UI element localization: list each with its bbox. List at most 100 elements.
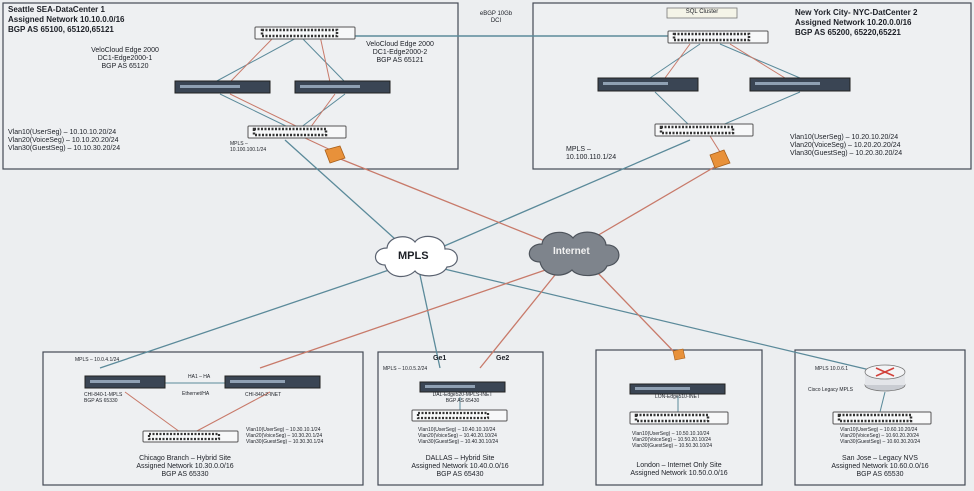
dal-ge1-label: Ge1: [433, 355, 447, 362]
sea-network: Assigned Network 10.10.0.0/16: [8, 15, 125, 24]
lon-access-switch[interactable]: [629, 411, 729, 425]
nyc-core-switch[interactable]: [667, 30, 769, 44]
lon-edge-label: LON-Edge510-INET: [654, 394, 701, 400]
chi-edge1-to-switch: [124, 391, 181, 433]
dal-edge-host: DAL-Edge520-MPLS-INET: [432, 392, 493, 398]
chicago-site-box: [42, 351, 364, 486]
nyc-firewall-icon[interactable]: [709, 149, 731, 169]
dci-label-dci: DCI: [490, 17, 502, 24]
chi-edge1-bgp: BGP AS 65330: [84, 397, 118, 404]
dal-vlan30: Vlan30(GuestSeg) – 10.40.30.10/24: [418, 438, 499, 445]
sea-mpls-link: [284, 139, 406, 249]
lon-firewall-icon[interactable]: [672, 348, 686, 361]
sea-access-switch[interactable]: [247, 125, 347, 139]
sea-edge1-host: DC1-Edge2000-1: [97, 55, 153, 63]
nyc-edge2-device[interactable]: [749, 77, 851, 92]
nyc-access-switch[interactable]: [654, 123, 754, 137]
sj-access-switch[interactable]: [832, 411, 932, 425]
chi-footer-name: Chicago Branch – Hybrid Site: [139, 455, 231, 462]
internet-cloud-icon[interactable]: [528, 231, 620, 277]
sea-edge2-model: VeloCloud Edge 2000: [366, 41, 434, 48]
sea-vlan-list: Vlan10(UserSeg) – 10.10.10.20/24 Vlan20(…: [8, 129, 120, 153]
lon-inet-link: [594, 269, 679, 357]
nyc-mpls-ip: 10.100.110.1/24: [566, 154, 617, 162]
lon-vlan-list: Vlan10(UserSeg) – 10.50.10.10/24 Vlan20(…: [632, 431, 712, 449]
nyc-sql-cluster[interactable]: [666, 7, 738, 19]
sea-edge2-to-switch-b: [309, 93, 336, 129]
nyc-inet-link: [589, 164, 719, 241]
dal-footer: DALLAS – Hybrid Site Assigned Network 10…: [385, 455, 535, 479]
dal-mpls-link: [419, 274, 441, 369]
nyc-mpls-link: [434, 139, 691, 251]
nyc-network: Assigned Network 10.20.0.0/16: [795, 18, 912, 27]
sea-edge1-label: VeloCloud Edge 2000 DC1-Edge2000-1 BGP A…: [70, 47, 180, 71]
sj-vlan-list: Vlan10(UserSeg) – 10.60.10.20/24 Vlan20(…: [840, 427, 921, 445]
dal-ge2-label: Ge2: [496, 355, 510, 362]
sea-firewall-icon[interactable]: [324, 145, 346, 164]
sj-vlan30: Vlan30(GuestSeg) – 10.60.30.20/24: [840, 438, 921, 445]
nyc-core-to-edge1-b: [664, 43, 691, 79]
sea-inet-link: [337, 157, 556, 246]
chi-footer-network: Assigned Network 10.30.0.0/16: [136, 463, 234, 471]
chi-inet-link: [259, 264, 561, 369]
chi-footer: Chicago Branch – Hybrid Site Assigned Ne…: [110, 455, 260, 479]
mpls-cloud-icon[interactable]: [374, 235, 458, 278]
dci-label: eBGP 10Gb DCI: [466, 11, 526, 25]
lon-footer-name: London – Internet Only Site: [636, 462, 722, 469]
chi-ha-label-2: Ethernet/HA: [182, 391, 210, 397]
dal-inet-link: [479, 274, 556, 369]
dal-vlan10: Vlan10(UserSeg) – 10.40.10.10/24: [418, 427, 496, 433]
dal-vlan-list: Vlan10(UserSeg) – 10.40.10.10/24 Vlan20(…: [418, 427, 499, 445]
nyc-bgp: BGP AS 65200, 65220,65221: [795, 28, 901, 37]
sea-core-to-edge1-b: [229, 35, 276, 83]
sea-bgp: BGP AS 65100, 65120,65121: [8, 25, 114, 34]
dal-edge-label: DAL-Edge520-MPLS-INET BGP AS 65430: [420, 392, 505, 405]
sea-core-switch[interactable]: [254, 26, 356, 40]
sea-mpls-ip: 10.100.100.1/24: [230, 146, 267, 153]
sea-edge1-device[interactable]: [174, 80, 271, 94]
chi-edge2-label: CHI-840-2-INET: [245, 392, 282, 398]
sea-vlan30: Vlan30(GuestSeg) – 10.10.30.20/24: [8, 145, 121, 153]
sj-router-icon[interactable]: [864, 364, 906, 392]
lon-vlan20: Vlan20(VoiceSeg) – 10.50.20.10/24: [632, 436, 711, 443]
dal-edge-device[interactable]: [419, 381, 506, 393]
sea-vlan10: Vlan10(UserSeg) – 10.10.10.20/24: [8, 129, 117, 136]
sea-edge2-device[interactable]: [294, 80, 391, 94]
sea-core-to-edge2: [299, 35, 346, 83]
sea-edge1-bgp: BGP AS 65120: [101, 63, 149, 71]
dal-footer-bgp: BGP AS 65430: [436, 471, 484, 479]
sj-vlan10: Vlan10(UserSeg) – 10.60.10.20/24: [840, 427, 918, 433]
lon-edge-device[interactable]: [629, 383, 726, 395]
nyc-vlan20: Vlan20(VoiceSeg) – 10.20.20.20/24: [790, 142, 901, 150]
nyc-core-to-edge2-b: [729, 43, 786, 79]
sj-router-to-switch: [879, 391, 886, 413]
dal-footer-network: Assigned Network 10.40.0.0/16: [411, 463, 509, 471]
nyc-switch-to-fw: [709, 135, 721, 153]
sea-mpls-title: MPLS –: [230, 141, 248, 147]
nyc-vlan30: Vlan30(GuestSeg) – 10.20.30.20/24: [790, 150, 903, 158]
sj-router-label: Cisco Legacy MPLS: [808, 387, 854, 393]
sj-vlan20: Vlan20(VoiceSeg) – 10.60.20.20/24: [840, 432, 919, 439]
sj-mpls-label: MPLS 10.0.6.1: [815, 366, 849, 372]
chi-vlan20: Vlan20(VoiceSeg) – 10.30.20.1/24: [246, 432, 323, 439]
nyc-mpls-title: MPLS –: [566, 146, 591, 153]
chi-access-switch[interactable]: [142, 430, 239, 443]
dal-access-switch[interactable]: [411, 409, 508, 422]
chi-edge2-to-switch: [194, 391, 271, 433]
chi-edge1-device[interactable]: [84, 375, 166, 389]
dal-edge-bgp: BGP AS 65430: [445, 397, 480, 404]
sea-core-to-edge1: [214, 35, 301, 83]
sj-mpls-link: [439, 267, 871, 371]
lon-footer: London – Internet Only Site Assigned Net…: [600, 462, 758, 478]
sea-site-title: Seattle SEA-DataCenter 1: [8, 5, 105, 14]
chi-footer-bgp: BGP AS 65330: [161, 471, 209, 479]
internet-cloud-label: Internet: [553, 246, 590, 257]
chi-vlan10: Vlan10(UserSeg) – 10.30.10.1/24: [246, 427, 321, 433]
chi-edge2-device[interactable]: [224, 375, 321, 389]
sea-edge2-bgp: BGP AS 65121: [376, 57, 424, 65]
sea-core-to-edge2-b: [319, 35, 331, 83]
chi-vlan-list: Vlan10(UserSeg) – 10.30.10.1/24 Vlan20(V…: [246, 427, 323, 445]
nyc-edge1-device[interactable]: [597, 77, 699, 92]
dal-footer-name: DALLAS – Hybrid Site: [425, 455, 495, 462]
